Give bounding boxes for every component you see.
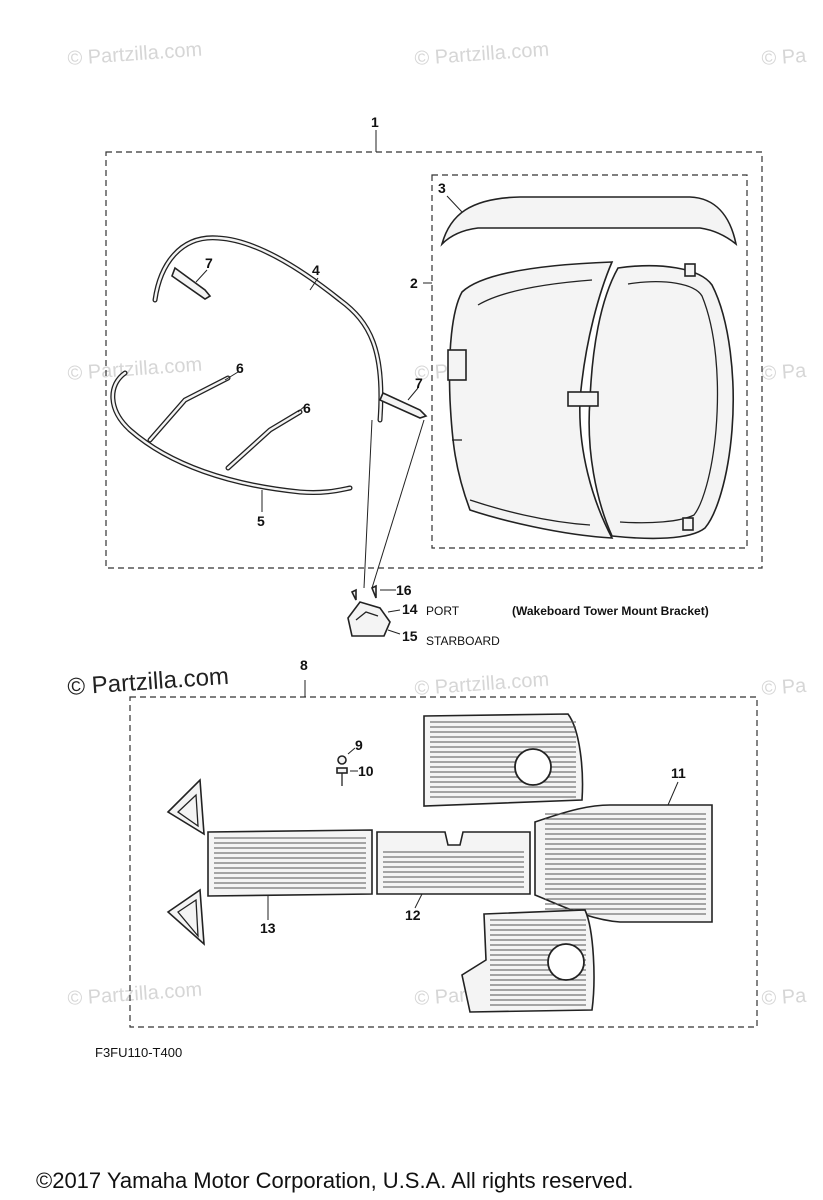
callout-16: 16: [396, 582, 412, 598]
watermark: © Partzilla.com: [414, 39, 550, 70]
frame-bow-part-4: [152, 235, 384, 423]
callout-11: 11: [671, 765, 686, 781]
support-strut-part-6: [147, 375, 231, 443]
watermark: © Partzilla.com: [67, 39, 203, 70]
callout-7-right: 7: [415, 375, 423, 391]
callout-5: 5: [257, 513, 265, 529]
watermark: © Partzilla.com: [414, 669, 550, 700]
canvas-grommet: [682, 517, 694, 531]
canvas-left-panel: [448, 261, 614, 539]
callout-12: 12: [405, 907, 421, 923]
assembly-2-frame: [431, 174, 748, 549]
callout-1: 1: [371, 114, 379, 130]
watermark: © Pa: [761, 360, 808, 385]
canvas-center-strap: [567, 391, 599, 407]
watermark: © Pa: [761, 45, 808, 70]
watermark: © Pa: [761, 675, 808, 700]
callout-8: 8: [300, 657, 308, 673]
callout-7-upper: 7: [205, 255, 213, 271]
watermark: © Partzilla.com: [67, 979, 203, 1010]
copyright-notice: ©2017 Yamaha Motor Corporation, U.S.A. A…: [36, 1168, 633, 1193]
watermark: © Pa: [761, 985, 808, 1010]
callout-15: 15: [402, 628, 418, 644]
mat-grooves: [383, 851, 524, 888]
hinge-fitting-part-7: [171, 266, 212, 300]
assembly-1-frame: [105, 151, 763, 569]
callout-2: 2: [410, 275, 418, 291]
mount-bracket-part-14-15: [347, 601, 391, 637]
corner-mat: [166, 778, 205, 836]
visor-part-3: [440, 196, 738, 247]
bolt-part-16: [370, 584, 377, 599]
callout-9: 9: [355, 737, 363, 753]
bolt-part-16: [350, 588, 357, 601]
step-pad-cutout: [514, 748, 552, 786]
snap-part-9: [337, 755, 347, 765]
deck-mat-assembly: 8 9 10 13 12 11: [129, 657, 758, 1028]
watermark: © Partzilla.com: [67, 663, 230, 701]
canvas-zipper-tab: [447, 349, 467, 381]
mat-grooves: [545, 813, 706, 915]
starboard-label: STARBOARD: [426, 634, 500, 648]
bracket-description: (Wakeboard Tower Mount Bracket): [512, 604, 709, 618]
callout-14: 14: [402, 601, 418, 617]
port-label: PORT: [426, 604, 460, 618]
corner-mat: [166, 888, 205, 946]
callout-6-right: 6: [303, 400, 311, 416]
canvas-grommet: [684, 263, 696, 277]
canvas-right-panel: [588, 264, 734, 540]
diagram-code: F3FU110-T400: [95, 1045, 182, 1060]
deck-mat-part-12: [376, 831, 531, 895]
step-pad-cutout: [547, 943, 585, 981]
callout-4: 4: [312, 262, 320, 278]
snap-part-10: [336, 767, 348, 774]
callout-6-left: 6: [236, 360, 244, 376]
assembly-8-frame: [129, 696, 758, 1028]
callout-3: 3: [438, 180, 446, 196]
tower-mount-bracket: 16 14 PORT (Wakeboard Tower Mount Bracke…: [347, 582, 709, 648]
mat-grooves: [214, 837, 366, 889]
watermark: © Partzilla.com: [67, 354, 203, 385]
bimini-top-assembly: 1 2 3 4 7 7 5: [105, 114, 763, 589]
callout-13: 13: [260, 920, 276, 936]
callout-10: 10: [358, 763, 374, 779]
hinge-fitting-part-7: [378, 391, 428, 419]
frame-lower-part-5: [110, 370, 353, 495]
